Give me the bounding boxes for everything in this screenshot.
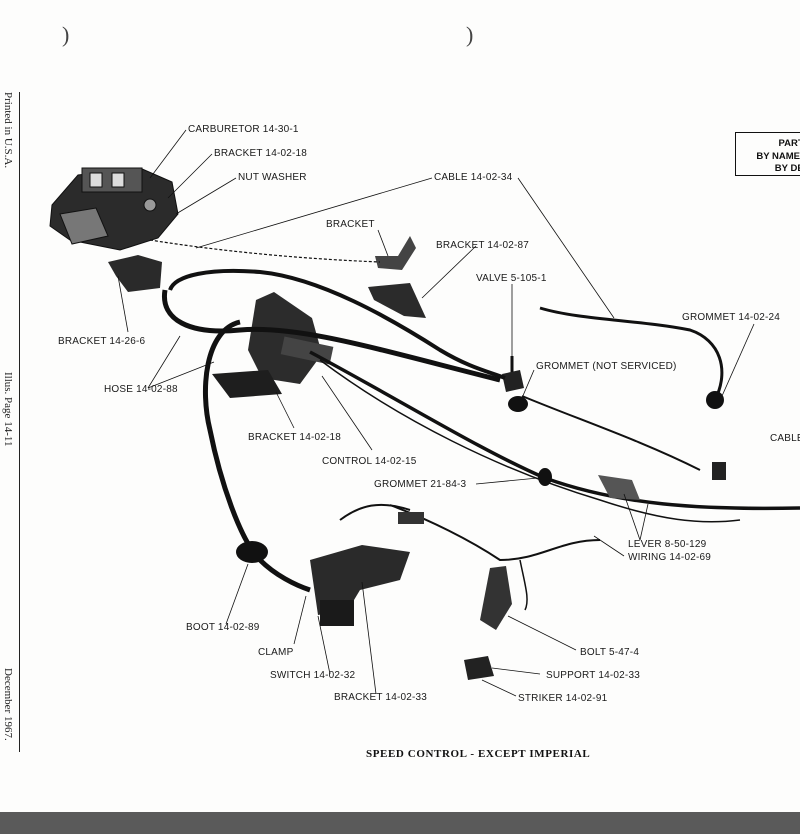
viewer-bottom-bar xyxy=(0,812,800,834)
label-switch: SWITCH 14-02-32 xyxy=(270,670,356,681)
page-mark-right: ) xyxy=(466,22,474,47)
parts-box-line-1: PARTS xyxy=(778,138,800,149)
diagram-artwork xyxy=(49,129,800,697)
label-hose: HOSE 14-02-88 xyxy=(104,384,178,395)
label-nut-washer: NUT WASHER xyxy=(238,172,307,183)
margin-rule xyxy=(19,92,20,752)
diagram-page: ) ) Printed in U.S.A. Illus. Page 14-11 … xyxy=(2,22,800,760)
switch-assembly-drawing xyxy=(310,512,424,626)
bolt-support-drawing xyxy=(480,566,512,630)
page-mark-left: ) xyxy=(62,22,70,47)
label-bracket-14-02-33: BRACKET 14-02-33 xyxy=(334,692,428,703)
carburetor-drawing xyxy=(49,167,179,251)
label-valve: VALVE 5-105-1 xyxy=(476,273,547,284)
control-unit-drawing xyxy=(212,292,334,398)
label-bracket-14-02-87: BRACKET 14-02-87 xyxy=(436,240,530,251)
label-wiring: WIRING 14-02-69 xyxy=(628,552,712,563)
hose-and-cable-lines xyxy=(149,239,800,611)
parts-box-line-2: BY NAME O xyxy=(756,151,800,162)
parts-index-box: PARTS BY NAME O BY DES xyxy=(735,132,800,176)
label-carburetor: CARBURETOR 14-30-1 xyxy=(188,124,299,135)
label-grommet-21-84-3: GROMMET 21-84-3 xyxy=(374,479,467,490)
bracket-14-26-6-drawing xyxy=(108,255,162,292)
label-cable-14-02-34: CABLE 14-02-34 xyxy=(434,172,513,183)
label-bracket-14-02-18-top: BRACKET 14-02-18 xyxy=(214,148,308,159)
label-striker: STRIKER 14-02-91 xyxy=(518,693,608,704)
label-bracket: BRACKET xyxy=(326,219,375,230)
label-grommet-not-serviced: GROMMET (NOT SERVICED) xyxy=(536,361,677,372)
grommet-21-84-3-drawing xyxy=(538,468,552,486)
label-control: CONTROL 14-02-15 xyxy=(322,456,417,467)
label-bracket-14-26-6: BRACKET 14-26-6 xyxy=(58,336,146,347)
bracket-small-drawing xyxy=(375,236,416,270)
valve-drawing xyxy=(502,370,524,392)
wiring-connector-drawing xyxy=(712,462,726,480)
striker-drawing xyxy=(464,656,494,680)
lever-drawing xyxy=(598,475,640,500)
label-support: SUPPORT 14-02-33 xyxy=(546,670,640,681)
bracket-14-02-87-drawing xyxy=(368,283,426,318)
boot-drawing xyxy=(236,541,268,563)
grommet-not-serviced-drawing xyxy=(508,396,528,412)
label-clamp: CLAMP xyxy=(258,647,294,658)
label-lever: LEVER 8-50-129 xyxy=(628,539,707,550)
grommet-14-02-24-drawing xyxy=(706,391,724,409)
parts-box-line-3: BY DES xyxy=(774,163,800,174)
label-bolt: BOLT 5-47-4 xyxy=(580,647,640,658)
label-boot: BOOT 14-02-89 xyxy=(186,622,260,633)
label-bracket-14-02-18-mid: BRACKET 14-02-18 xyxy=(248,432,342,443)
figure-caption: SPEED CONTROL - EXCEPT IMPERIAL xyxy=(366,748,591,760)
label-grommet-14-02-24: GROMMET 14-02-24 xyxy=(682,312,781,323)
leader-lines xyxy=(117,129,755,697)
label-cable-right: CABLE xyxy=(770,433,800,444)
